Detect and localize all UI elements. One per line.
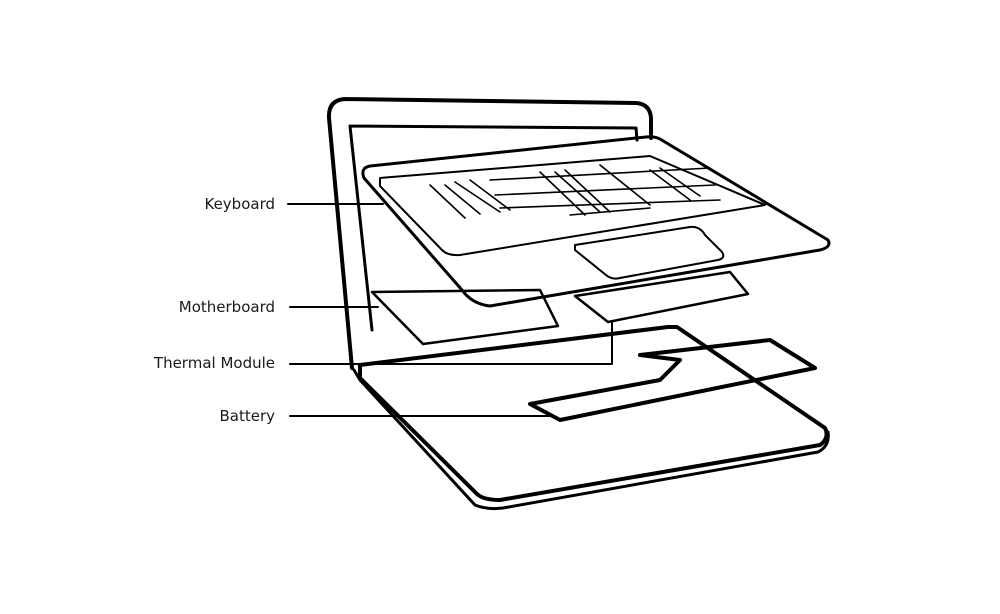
laptop-base bbox=[352, 325, 830, 511]
keyboard-part bbox=[361, 135, 831, 308]
motherboard-part bbox=[370, 288, 560, 346]
thermal-module-part bbox=[573, 270, 750, 324]
laptop-lid bbox=[326, 97, 653, 370]
keyboard-label: Keyboard bbox=[204, 195, 275, 213]
battery-label: Battery bbox=[219, 407, 275, 425]
battery-part bbox=[528, 338, 817, 422]
leader-lines bbox=[287, 203, 613, 417]
motherboard-label: Motherboard bbox=[178, 298, 275, 316]
thermal-module-leader-line bbox=[289, 321, 613, 365]
thermal-module-label: Thermal Module bbox=[153, 354, 275, 372]
